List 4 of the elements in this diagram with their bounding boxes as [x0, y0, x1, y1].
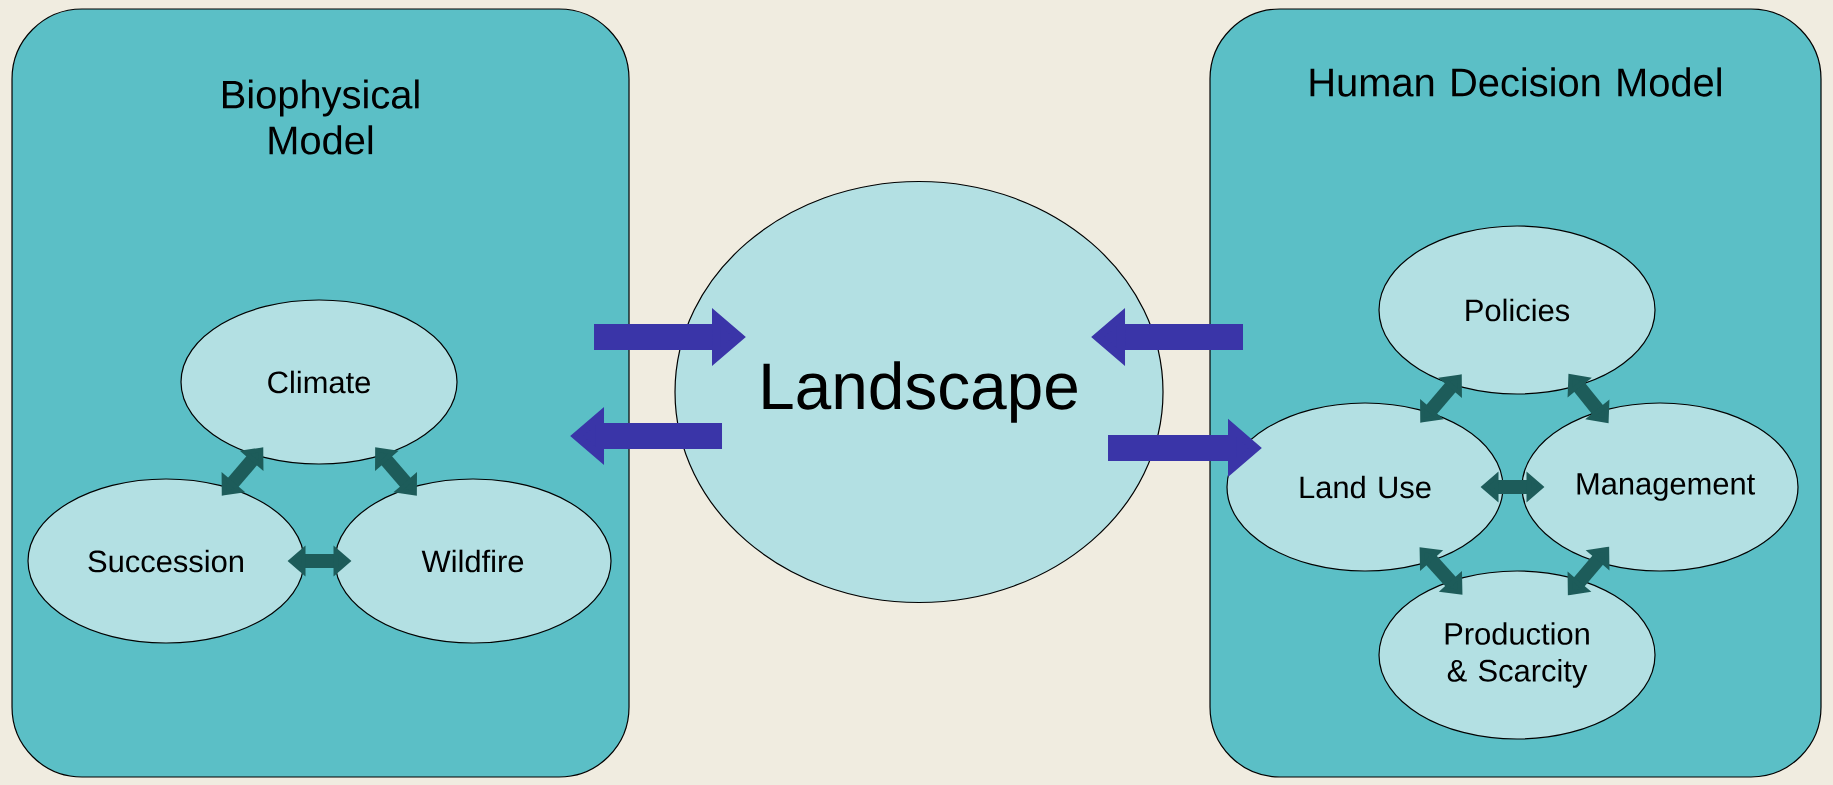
arrow [375, 447, 417, 496]
arrow [1419, 547, 1463, 595]
arrow [221, 447, 264, 496]
arrow [1420, 374, 1462, 423]
